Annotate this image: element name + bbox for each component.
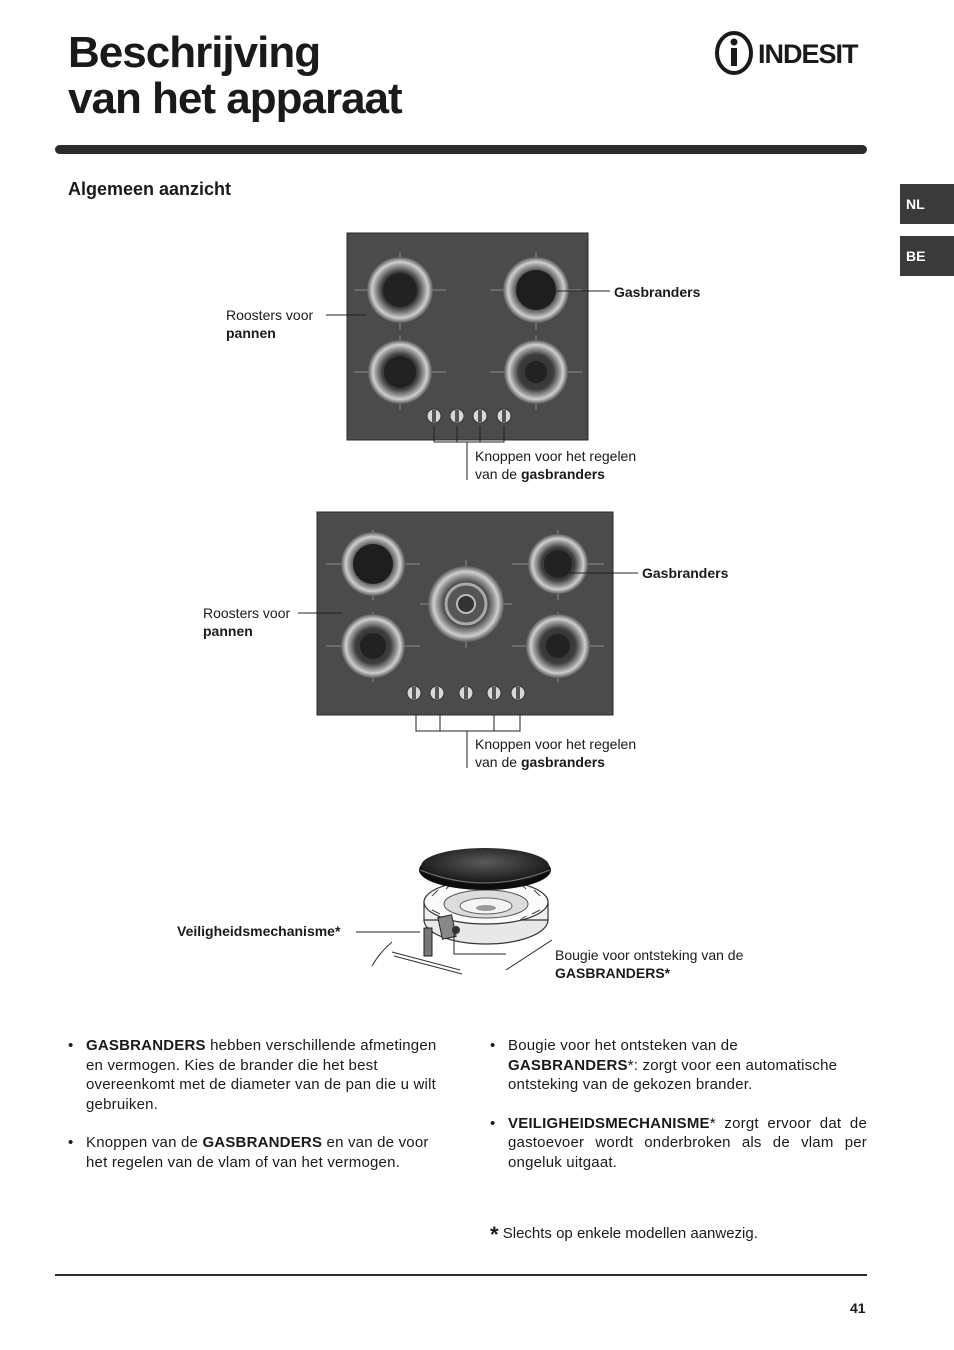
bullet-text: en van de voor het regelen van de vlam o… [86,1134,429,1171]
fig1-knoppen-line2-plain: van de [475,466,521,482]
bullet-bold: GASBRANDERS [202,1134,323,1151]
fig3-label-veiligheid: Veiligheidsmechanisme* [177,923,341,939]
indesit-logo: INDESIT [715,31,860,75]
section-title: Algemeen aanzicht [68,179,232,199]
bullet-dot: • [490,1114,496,1132]
tab-be[interactable]: BE [900,236,954,276]
fig2-label-knoppen: Knoppen voor het regelen van de gasbrand… [475,735,636,771]
fig1-knoppen-line2-bold: gasbranders [520,466,605,482]
bullet-dot: • [68,1037,74,1054]
fig2-label-gasbranders: Gasbranders [642,565,729,581]
fig2-knoppen-line2-bold: gasbranders [520,754,605,770]
fig1-knoppen-line1: Knoppen voor het regelen [475,448,637,464]
burner-4 [490,336,582,410]
control-knobs-5 [406,685,526,701]
page-title: Beschrijving van het apparaat [68,28,403,123]
bullets-right: • Bougie voor het ontsteken van de GASBR… [490,1036,867,1172]
tab-nl[interactable]: NL [900,184,954,224]
fig3-label-bougie: Bougie voor ontsteking van de GASBRANDER… [555,946,743,982]
bullet-bougie: • Bougie voor het ontsteken van de GASBR… [490,1036,867,1095]
footer-rule [55,1274,867,1276]
fig3-bougie-line2: GASBRANDERS* [555,965,671,981]
bullet-bold: VEILIGHEIDSMECHANISME [508,1114,710,1132]
bullet-dot: • [490,1037,496,1054]
page-number: 41 [850,1300,866,1316]
fig1-label-gasbranders: Gasbranders [614,284,701,300]
fig1-roosters-line1: Roosters voor [226,307,314,323]
footnote-star: * [490,1222,499,1247]
footnote: * Slechts op enkele modellen aanwezig. [490,1222,758,1248]
fig1-roosters-line2: pannen [226,325,276,341]
bullet-bold: GASBRANDERS [508,1056,628,1074]
burner-5-center-wok [420,560,512,648]
bullet-prefix: Knoppen van de [86,1134,203,1151]
bullet-text: *: zorgt voor een automatische ontstekin… [508,1056,838,1094]
fig3-bougie-line1: Bougie voor ontsteking van de [555,947,744,963]
control-knobs-4 [426,408,512,424]
burner-3 [354,336,446,410]
burner-2 [490,252,582,330]
footnote-text: Slechts op enkele modellen aanwezig. [498,1225,758,1242]
bullet-gasbranders: • GASBRANDERS hebben verschillende afmet… [68,1036,443,1114]
bullet-bold: GASBRANDERS [86,1037,206,1054]
bullet-text: * zorgt ervoor dat de gastoevoer wordt o… [508,1114,867,1171]
fig2-roosters-line2: pannen [203,623,253,639]
hob-5-burner [298,511,638,768]
bullets-left: • GASBRANDERS hebben verschillende afmet… [68,1036,443,1172]
bullet-text: hebben verschillende afmetingen en vermo… [86,1037,437,1113]
burner-5-3 [326,612,420,682]
fig2-label-roosters: Roosters voor pannen [203,604,290,640]
brand-name: INDESIT [758,39,859,69]
fig1-label-knoppen: Knoppen voor het regelen van de gasbrand… [475,447,636,483]
fig2-knoppen-line1: Knoppen voor het regelen [475,736,637,752]
bullet-knoppen: • Knoppen van de GASBRANDERS en van de v… [68,1133,443,1172]
burner-5-2 [512,530,604,600]
burner-5-4 [512,612,604,682]
burner-detail-illustration [356,848,553,975]
burner-1 [354,252,446,330]
fig2-roosters-line1: Roosters voor [203,605,291,621]
header-rule [55,145,867,154]
page-title-line1: Beschrijving [68,28,321,77]
fig1-label-roosters: Roosters voor pannen [226,306,313,342]
fig2-knoppen-line2-plain: van de [475,754,521,770]
burner-5-1 [326,530,420,600]
hob-4-burner [326,232,610,480]
bullet-veiligheid: • VEILIGHEIDSMECHANISME* zorgt ervoor da… [490,1114,867,1173]
bullet-prefix: Bougie voor het ontsteken van de [508,1037,738,1054]
bullet-dot: • [68,1134,74,1151]
page-title-line2: van het apparaat [68,74,403,123]
